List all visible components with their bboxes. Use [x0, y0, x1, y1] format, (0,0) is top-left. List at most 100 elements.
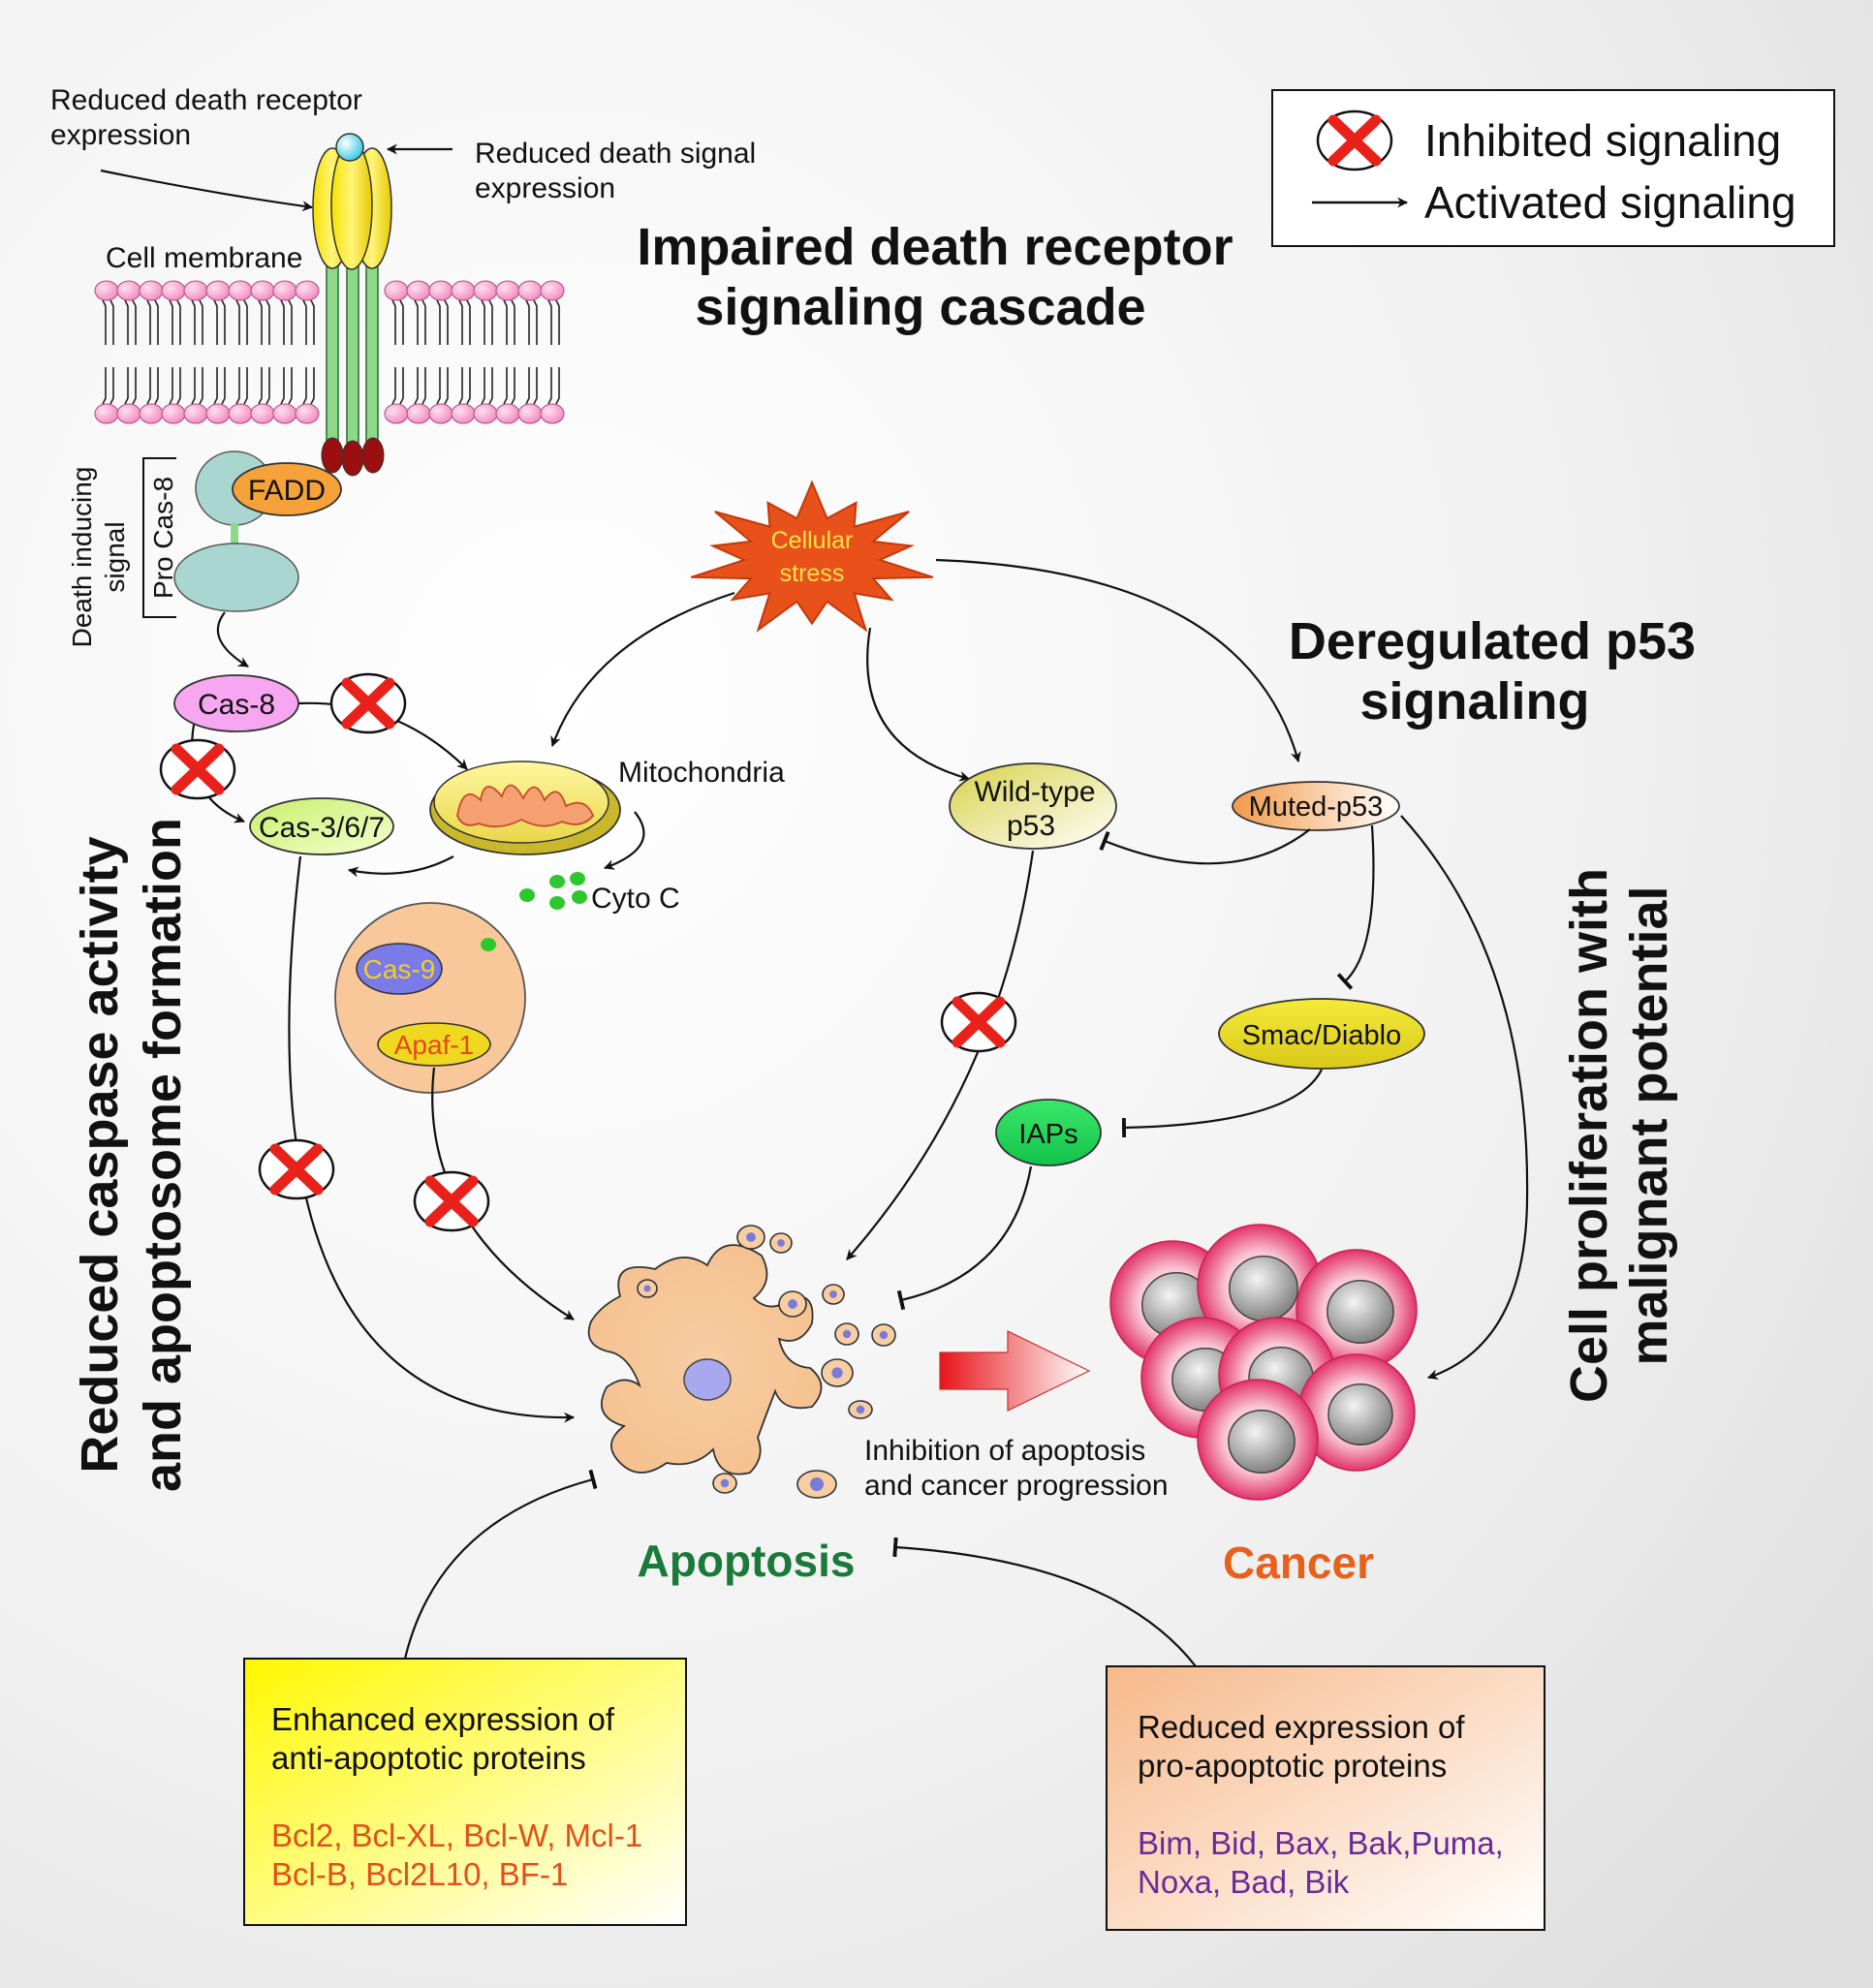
lipid-head	[540, 403, 565, 424]
muted-inhibits-smac-line	[1336, 824, 1375, 990]
inhibition-marks	[159, 672, 1017, 1232]
procas8-to-cas8-arrow	[216, 611, 249, 668]
lipid-head	[94, 403, 119, 424]
smac-inhibits-iaps-line	[1121, 1069, 1323, 1138]
legend-activated-label: Activated signaling	[1424, 177, 1796, 228]
fadd-node	[232, 462, 342, 516]
apoptosome: Cas-9 Apaf-1	[334, 902, 526, 1094]
apoptotic-body-icon	[821, 1358, 854, 1387]
iaps-label: IAPs	[1018, 1119, 1077, 1150]
mitochondria-label: Mitochondria	[618, 757, 785, 789]
reduced-receptor-label-line1: Reduced death receptor	[50, 84, 362, 116]
death-receptor	[312, 133, 392, 477]
deregulated-p53-title-line1: Deregulated p53	[1289, 612, 1696, 670]
pro-box-heading-line1: Reduced expression of	[1138, 1709, 1465, 1745]
apoptotic-body-icon	[848, 1400, 873, 1419]
legend: Inhibited signaling Activated signaling	[1271, 89, 1835, 247]
lipid-head	[116, 280, 141, 301]
lipid-head	[451, 403, 476, 424]
smac-label: Smac/Diablo	[1242, 1020, 1401, 1051]
lipid-head	[495, 280, 520, 301]
lipid-head	[250, 403, 275, 424]
lipid-head	[272, 280, 297, 301]
inhibition-label-line2: and cancer progression	[864, 1470, 1169, 1502]
lipid-head	[517, 403, 543, 424]
lipid-head	[228, 403, 253, 424]
anti-box-proteins-line1: Bcl2, Bcl-XL, Bcl-W, Mcl-1	[271, 1817, 642, 1853]
apoptotic-body-icon	[834, 1322, 859, 1346]
iaps-inhibit-apoptosis-line	[896, 1165, 1033, 1311]
apoptotic-body-icon	[796, 1470, 837, 1499]
legend-inhibit-icon	[1316, 109, 1393, 171]
lipid-head	[139, 280, 164, 301]
anti-apoptotic-box: Enhanced expression of anti-apoptotic pr…	[243, 1658, 687, 1926]
title-line2: signaling cascade	[695, 278, 1145, 336]
anti-box-heading-line1: Enhanced expression of	[271, 1701, 615, 1737]
lipid-head	[473, 280, 498, 301]
apaf1-node	[377, 1022, 491, 1067]
stress-to-mito-arrow	[550, 591, 735, 748]
inhibition-x-icon	[258, 1138, 335, 1200]
reduced-signal-label-line2: expression	[475, 172, 615, 204]
apoptotic-body-icon	[769, 1232, 793, 1254]
left-side-label-line2: and apoptosome formation	[134, 818, 192, 1492]
cyto-c-label: Cyto C	[591, 883, 680, 915]
left-side-label-line1: Reduced caspase activity	[71, 836, 129, 1473]
wild-to-apoptosis-arrow	[846, 850, 1035, 1260]
muted-to-cancer-arrow	[1400, 815, 1529, 1381]
right-side-label-line2: malignant potential	[1620, 885, 1678, 1365]
lipid-head	[94, 280, 119, 301]
legend-inhibited-label: Inhibited signaling	[1424, 115, 1781, 166]
lipid-head	[495, 403, 520, 424]
receptor-arrow	[100, 169, 314, 212]
wild-p53-label-line1: Wild-type	[974, 776, 1095, 808]
disc-complex: FADD	[173, 450, 342, 612]
stress-to-muted-p53-arrow	[935, 558, 1301, 763]
mito-to-cyto-arrow	[603, 811, 645, 870]
apoptotic-cell-icon	[587, 1244, 823, 1475]
cas9-label: Cas-9	[363, 954, 436, 984]
right-side-label-line1: Cell proliferation with	[1560, 868, 1618, 1403]
lipid-tails	[102, 299, 560, 405]
pro-box-inhibits-apoptosis-line	[892, 1537, 1197, 1667]
lipid-head	[384, 403, 409, 424]
cas367-node	[249, 797, 394, 855]
apoptotic-body-icon	[637, 1279, 658, 1298]
deregulated-p53-title-line2: signaling	[1359, 672, 1589, 730]
lipid-head	[205, 403, 231, 424]
anti-box-inhibits-apoptosis-line	[403, 1469, 598, 1660]
cyto-c-dots-icon	[519, 872, 587, 910]
apoptotic-body-icon	[712, 1473, 737, 1494]
inhibition-label-line1: Inhibition of apoptosis	[864, 1435, 1145, 1467]
title-line1: Impaired death receptor	[637, 218, 1233, 276]
lipid-head	[116, 403, 141, 424]
lipid-head	[161, 280, 186, 301]
lipid-head	[517, 280, 543, 301]
lipid-head	[406, 280, 431, 301]
lipid-head	[295, 403, 320, 424]
fadd-label: FADD	[248, 475, 326, 507]
inhibition-x-icon	[413, 1170, 490, 1232]
muted-p53-label: Muted-p53	[1249, 792, 1384, 823]
lipid-head	[161, 403, 186, 424]
wild-p53-label-line2: p53	[1007, 810, 1055, 842]
lipid-head	[228, 280, 253, 301]
inhibition-x-icon	[329, 672, 407, 734]
apoptotic-body-icon	[871, 1323, 896, 1347]
smac-node	[1218, 998, 1425, 1070]
pro-apoptotic-box: Reduced expression of pro-apoptotic prot…	[1106, 1665, 1545, 1931]
lipid-head	[384, 280, 409, 301]
apoptotic-body-icon	[778, 1290, 807, 1318]
mitochondria-icon	[429, 761, 621, 855]
cas9-node	[356, 943, 443, 995]
muted-p53-node	[1232, 781, 1400, 831]
cas367-to-apoptosis-arrow	[288, 855, 576, 1423]
cellular-stress-label-line1: Cellular	[771, 527, 854, 554]
reduced-signal-label-line1: Reduced death signal	[475, 138, 756, 170]
lipid-head	[205, 280, 231, 301]
cellular-stress-icon	[690, 480, 934, 633]
cellular-stress-label-line2: stress	[780, 560, 845, 587]
muted-inhibits-wild-line	[1099, 828, 1311, 865]
